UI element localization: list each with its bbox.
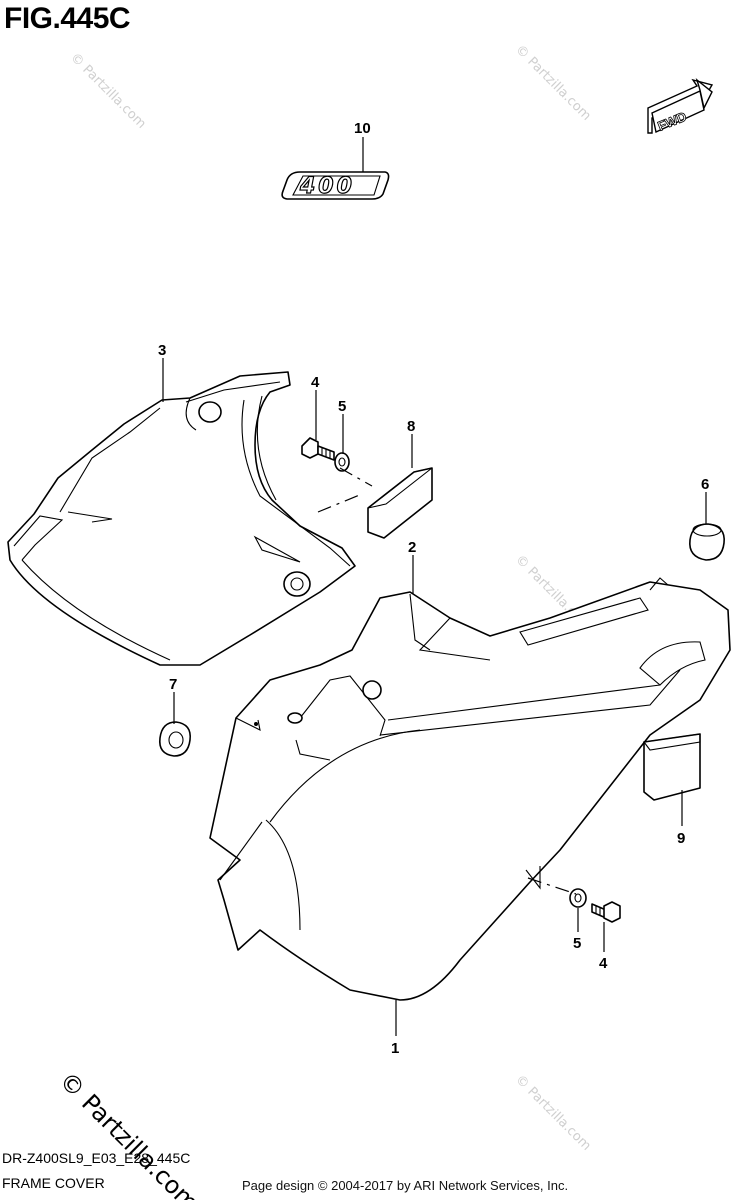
leader-lines <box>162 137 707 1036</box>
callout-10: 10 <box>354 120 371 137</box>
part-7-grommet <box>158 721 192 757</box>
callout-5: 5 <box>573 935 581 952</box>
callout-9: 9 <box>677 830 685 847</box>
figure-name: FRAME COVER <box>2 1175 105 1191</box>
emblem-400-text: 400 <box>299 174 355 199</box>
callout-numbers: 10 3 4 5 8 6 2 7 9 5 4 1 <box>158 120 709 1057</box>
callout-1: 1 <box>391 1040 399 1057</box>
part-4-bolt-lower <box>591 901 621 923</box>
part-9-pad <box>643 733 701 801</box>
callout-4: 4 <box>599 955 608 972</box>
part-3-left-cover <box>7 371 356 666</box>
part-6-grommet <box>689 523 725 561</box>
figure-title: FIG.445C <box>4 2 131 35</box>
assembly-lines <box>317 467 577 895</box>
emblem-400: 400 <box>281 171 390 200</box>
part-2-right-cover <box>209 577 731 1001</box>
footer-copyright: Page design © 2004-2017 by ARI Network S… <box>242 1178 569 1193</box>
callout-8: 8 <box>407 418 415 435</box>
part-5-washer-upper <box>334 452 350 472</box>
part-4-bolt-upper <box>301 437 335 461</box>
watermark-text: © Partzilla.com <box>512 42 594 124</box>
callout-6: 6 <box>701 476 709 493</box>
callout-2: 2 <box>408 539 416 556</box>
part-8-pad <box>367 467 433 539</box>
watermark-text: © Partzilla.com <box>512 1072 594 1154</box>
callout-4: 4 <box>311 374 320 391</box>
fwd-arrow-icon: FWD <box>647 78 714 134</box>
callout-3: 3 <box>158 342 166 359</box>
callout-5: 5 <box>338 398 346 415</box>
figure-code: DR-Z400SL9_E03_E28_445C <box>2 1150 191 1166</box>
watermark-text: © Partzilla.com <box>67 50 149 132</box>
callout-7: 7 <box>169 676 177 693</box>
part-5-washer-lower <box>569 888 587 908</box>
